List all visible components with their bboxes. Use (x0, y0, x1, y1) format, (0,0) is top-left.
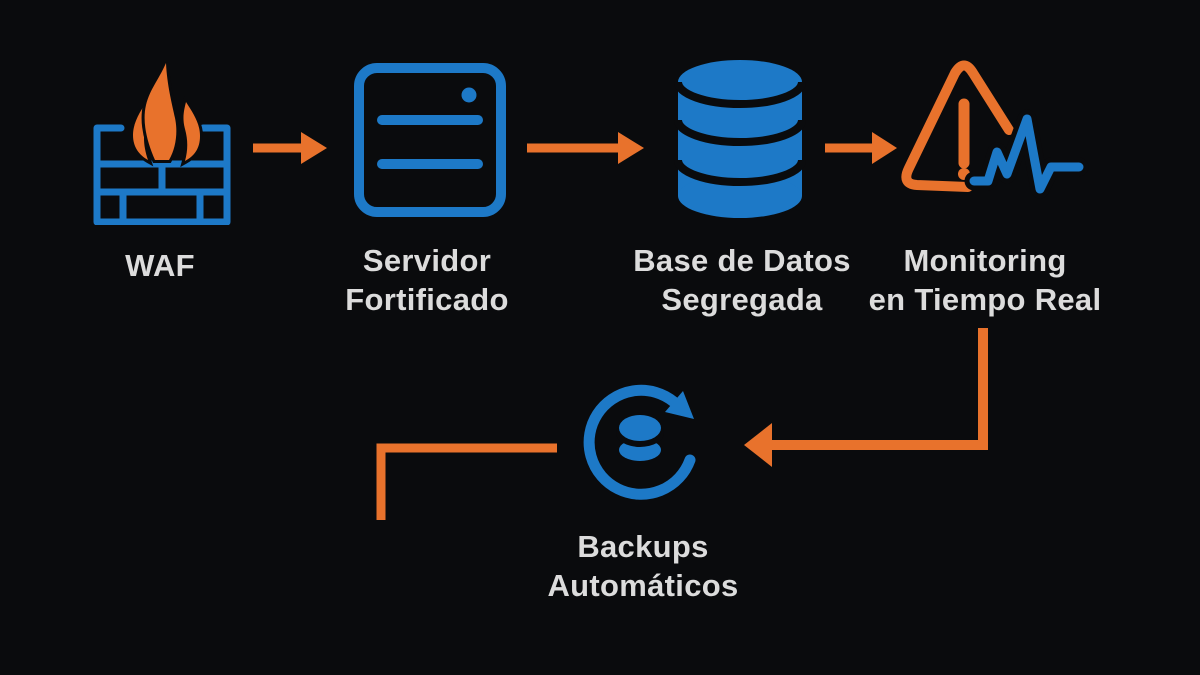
server-chassis (354, 63, 506, 217)
pulse-line (964, 109, 1089, 199)
label-line: Backups (577, 529, 709, 564)
exclamation-mark (958, 98, 970, 180)
label-line: Servidor (362, 243, 492, 278)
label-line: Fortificado (345, 282, 509, 317)
firewall-flame-icon (93, 61, 231, 225)
label-line: en Tiempo Real (868, 282, 1102, 317)
sync-circular-arrow (583, 384, 696, 500)
label-line: Segregada (661, 282, 823, 317)
server-led (461, 87, 477, 103)
node-label-backups: Backups Automáticos (513, 527, 773, 605)
database-cylinder (674, 60, 806, 218)
label-line: WAF (125, 248, 195, 283)
label-line: Monitoring (903, 243, 1067, 278)
sync-database-icon (583, 384, 696, 500)
firewall-wall (93, 124, 231, 225)
server-icon (354, 63, 506, 217)
alert-pulse-icon (901, 60, 1089, 199)
arrow-servidor-to-database (527, 132, 644, 164)
node-label-database: Base de Datos Segregada (612, 241, 872, 319)
line-backups-return (376, 443, 557, 520)
arrow-database-to-monitoring (825, 132, 897, 164)
backup-disk (616, 415, 664, 461)
arrow-monitoring-to-backups (744, 328, 988, 467)
database-icon (674, 60, 806, 218)
node-label-servidor: Servidor Fortificado (307, 241, 547, 319)
label-line: Base de Datos (633, 243, 851, 278)
label-line: Automáticos (547, 568, 739, 603)
node-label-monitoring: Monitoring en Tiempo Real (855, 241, 1115, 319)
flame (129, 61, 204, 168)
warning-triangle (901, 60, 1014, 192)
node-label-waf: WAF (60, 246, 260, 285)
arrow-waf-to-servidor (253, 132, 327, 164)
